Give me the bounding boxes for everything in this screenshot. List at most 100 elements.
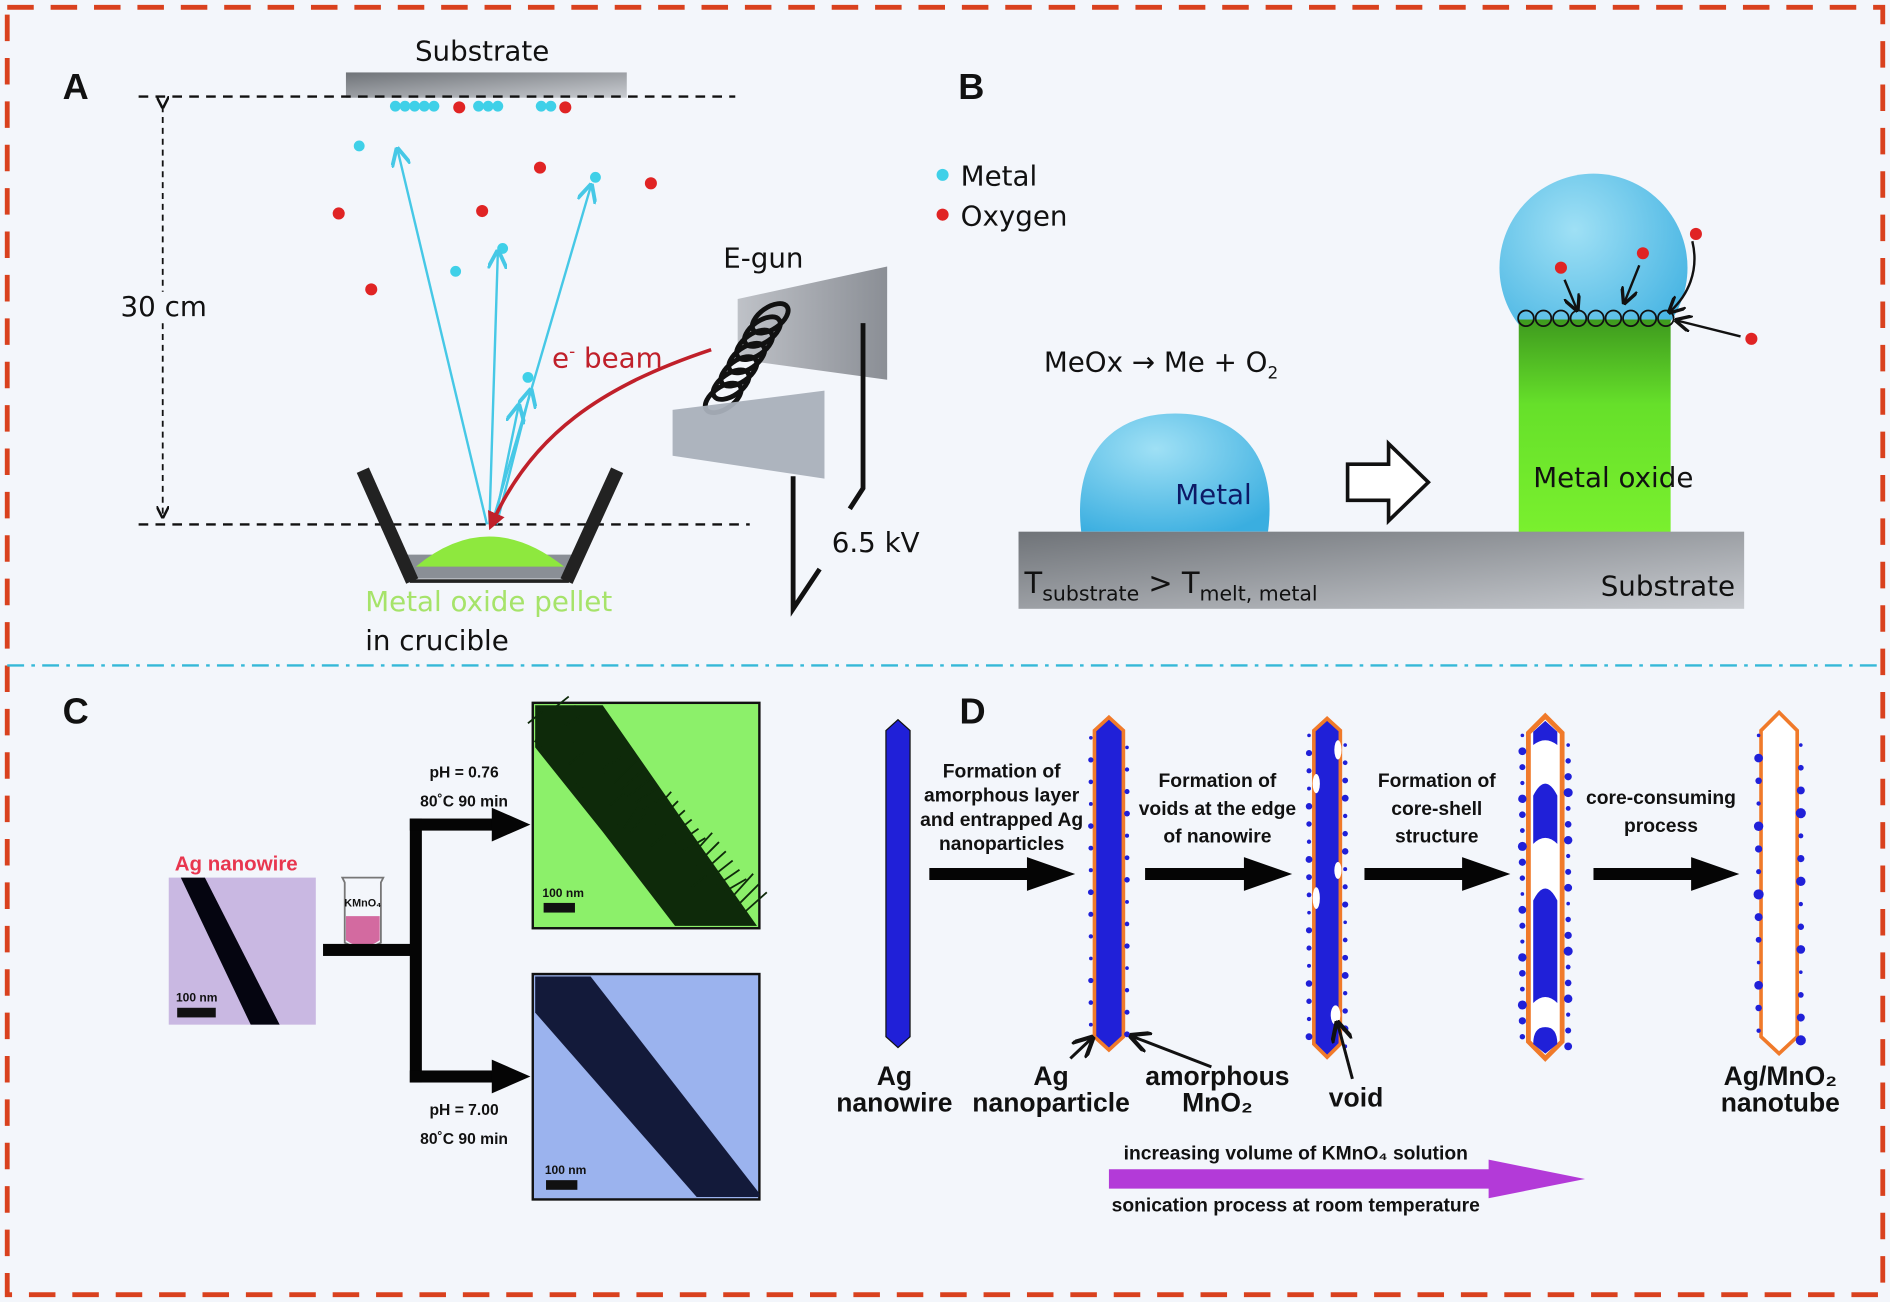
- nanosheet: [647, 791, 672, 818]
- ag-nanoparticle: [1125, 745, 1129, 750]
- nanosheet: [609, 792, 625, 806]
- pointer-arrow: [1069, 1039, 1090, 1060]
- ag-nanoparticle: [1755, 845, 1763, 853]
- ag-nanoparticle: [1342, 884, 1348, 890]
- ag-nanoparticle: [1754, 980, 1763, 990]
- ag-nanoparticle: [1519, 875, 1526, 881]
- ag-nanoparticle: [1796, 1013, 1805, 1022]
- ag-nanoparticle: [1798, 970, 1803, 974]
- pellet-label: Metal oxide pellet: [365, 585, 612, 618]
- voltage-wire-left: [790, 476, 822, 617]
- step-text-line: core-shell: [1391, 799, 1482, 820]
- ag-nanoparticle: [1088, 1022, 1093, 1027]
- crucible-wall-left: [356, 467, 419, 584]
- nanosheet: [527, 710, 543, 725]
- ag-nanoparticle: [1519, 828, 1525, 833]
- ag-nanoparticle: [1753, 821, 1764, 831]
- step-text-line: core-consuming: [1586, 788, 1736, 809]
- ag-nanoparticle: [1564, 821, 1572, 828]
- ag-nanoparticle: [1342, 777, 1349, 784]
- ag-nanoparticle: [1305, 1033, 1313, 1041]
- hollow-arrow-icon: [1345, 439, 1431, 526]
- reagent-label: KMnO₄: [344, 898, 381, 910]
- ag-nanoparticle: [1343, 743, 1347, 747]
- step-text-line: structure: [1395, 827, 1479, 848]
- ag-nanoparticle: [1124, 943, 1130, 949]
- ag-nanoparticle: [1307, 963, 1312, 968]
- metal-atom: [492, 100, 504, 112]
- nanosheet: [627, 777, 652, 798]
- ag-nanoparticle: [1755, 936, 1762, 943]
- oxygen-atom: [453, 101, 466, 114]
- coil-loop: [710, 367, 752, 402]
- nanosheet: [593, 746, 618, 764]
- metal-droplet: [1079, 413, 1270, 532]
- process-arrow: [1108, 1159, 1586, 1199]
- ag-nanoparticle: [1343, 920, 1347, 925]
- tem-image-ag-nanowire: 100 nm: [168, 877, 316, 1025]
- ag-nanoparticle: [1088, 823, 1094, 829]
- core-segments: [1533, 720, 1558, 1054]
- ag-nanoparticle: [1520, 733, 1525, 738]
- ag-nanoparticle: [1566, 901, 1570, 906]
- metal-atom: [409, 100, 421, 112]
- metal-atom: [497, 242, 509, 254]
- process-arrow-bottom-label: sonication process at room temperature: [1112, 1195, 1481, 1216]
- metal-atom: [522, 371, 534, 383]
- egun-upper-plate: [737, 266, 888, 380]
- ag-nanoparticle: [1125, 899, 1129, 904]
- panel-b: B MeOx → Me + O2 Metal Metal oxide Tsubs…: [958, 66, 1758, 609]
- ag-nanoparticle: [1306, 821, 1312, 827]
- beaker-solution: [345, 916, 380, 947]
- ag-nanowire-rod: [885, 718, 911, 1049]
- arrow: [1678, 321, 1741, 338]
- nanosheet: [709, 859, 734, 880]
- nanosheet: [559, 714, 583, 730]
- arrow-bottom-shaft: [409, 1070, 495, 1083]
- ag-nanoparticle: [1756, 733, 1761, 738]
- oxygen-atom: [365, 283, 378, 296]
- ag-nanoparticle: [1797, 923, 1805, 931]
- nanosheet: [697, 881, 714, 907]
- panel-label-a: A: [63, 66, 89, 107]
- legend-oxygen: Oxygen: [961, 200, 1068, 233]
- process-arrow-top-label: increasing volume of KMnO₄ solution: [1124, 1144, 1468, 1165]
- bottom-condition-ph: pH = 7.00: [429, 1102, 498, 1119]
- ag-nanoparticle: [1520, 939, 1525, 944]
- egun-label: E-gun: [723, 242, 803, 275]
- arrow-top-head: [491, 807, 531, 842]
- ag-nanoparticle: [1565, 806, 1571, 811]
- nanosheet: [704, 888, 721, 912]
- core-segment: [1533, 888, 1558, 1003]
- ag-nanoparticle: [1564, 979, 1572, 987]
- nanosheet: [534, 717, 551, 743]
- arrow-top-shaft: [409, 818, 495, 831]
- nanorod-label: Metal oxide: [1533, 461, 1693, 494]
- cyan-dot-icon: [936, 168, 949, 181]
- coil-loop: [718, 354, 760, 389]
- ag-nanoparticle: [1088, 868, 1093, 873]
- coil-loop: [726, 340, 768, 376]
- step-3-text: Formation of core-shell structure: [1378, 771, 1496, 847]
- ag-nanoparticle: [1519, 986, 1525, 992]
- ag-nanoparticle: [1125, 966, 1129, 970]
- nanosheet: [691, 874, 707, 888]
- ag-nanoparticle: [1565, 1027, 1572, 1034]
- ag-nanoparticle: [1306, 945, 1312, 951]
- ag-nanoparticle: [1088, 911, 1094, 917]
- nanosheet: [722, 878, 747, 894]
- metal-atom: [450, 265, 462, 277]
- ag-nanoparticle: [1341, 972, 1349, 979]
- ag-nanoparticle: [1306, 768, 1312, 774]
- interface-ring: [1552, 309, 1570, 328]
- oxygen-dot: [1689, 227, 1702, 240]
- ag-nanoparticle: [1755, 777, 1762, 785]
- nanosheet: [620, 768, 645, 791]
- vapor-arrow: [398, 151, 489, 525]
- nanosheet: [581, 765, 598, 789]
- top-condition-ph: pH = 0.76: [429, 765, 498, 782]
- ag-nanoparticle: [1566, 853, 1571, 859]
- nanosheet: [622, 806, 639, 830]
- vapor-arrows: [398, 151, 591, 525]
- substrate-block-label: Substrate: [1601, 570, 1735, 603]
